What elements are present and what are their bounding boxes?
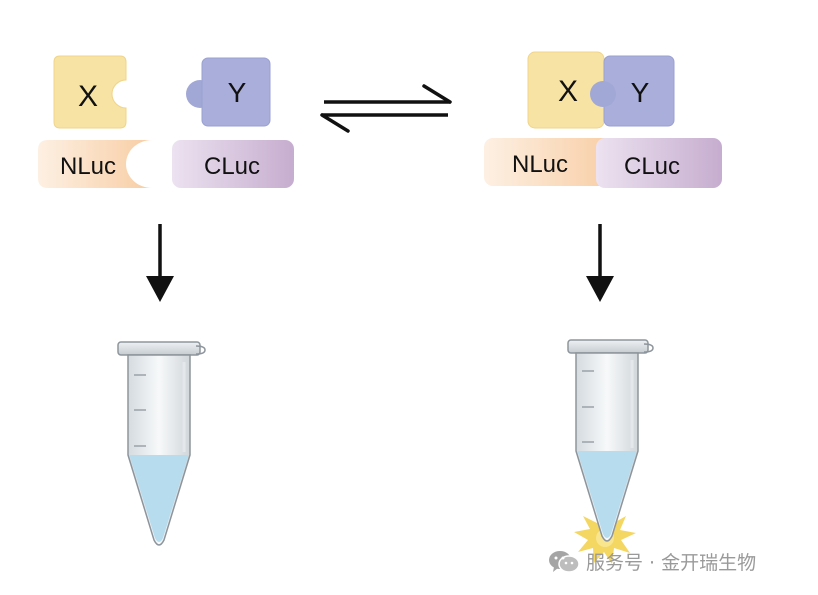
nluc-label: NLuc — [512, 151, 568, 178]
cluc-label: CLuc — [204, 153, 260, 180]
protein-x-label: X — [78, 80, 98, 113]
nluc-label: NLuc — [60, 153, 116, 180]
cluc-fragment — [596, 138, 722, 188]
protein-y-block — [186, 57, 271, 127]
down-arrow-right — [586, 224, 614, 302]
protein-y-label: Y — [228, 77, 247, 108]
equilibrium-arrows — [320, 84, 452, 133]
left-state: X Y NLuc CLuc — [38, 55, 294, 188]
protein-y-label: Y — [631, 77, 650, 108]
protein-x-block — [53, 55, 127, 129]
watermark: 服务号 · 金开瑞生物 — [548, 548, 756, 575]
protein-x-label: X — [558, 75, 578, 108]
down-arrow-left — [146, 224, 174, 302]
nluc-fragment — [484, 138, 616, 186]
cluc-label: CLuc — [624, 153, 680, 180]
right-state: X Y NLuc CLuc — [484, 51, 722, 188]
tube-left — [117, 341, 206, 546]
tube-right — [567, 339, 654, 564]
wechat-icon — [549, 550, 580, 573]
protein-y-block — [590, 55, 675, 127]
watermark-text: 服务号 · 金开瑞生物 — [586, 552, 757, 574]
nluc-fragment — [38, 140, 152, 188]
cluc-fragment — [172, 140, 294, 188]
